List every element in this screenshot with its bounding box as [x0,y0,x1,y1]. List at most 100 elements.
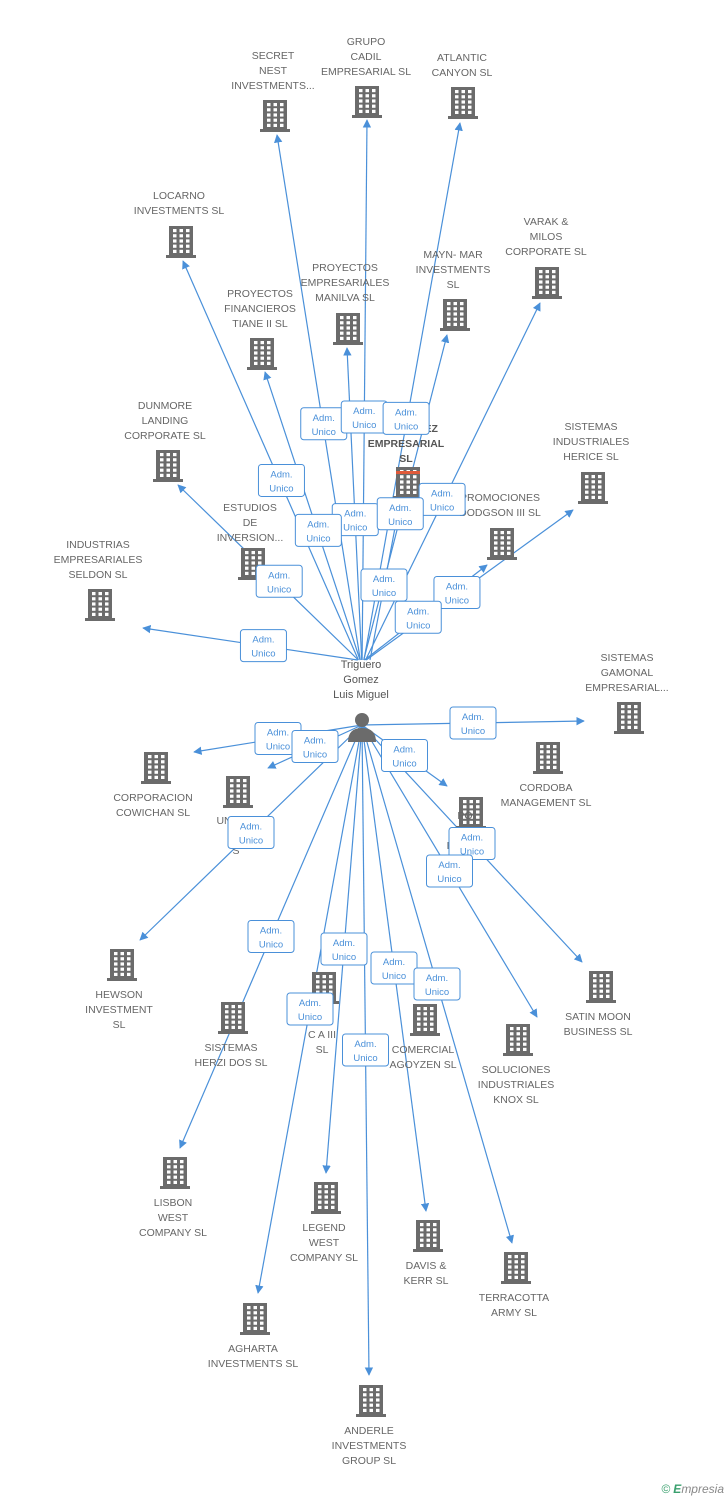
brand-first-letter: E [673,1482,682,1496]
building-icon-cordoba[interactable] [533,742,563,774]
badge-line-2: Unico [437,874,461,885]
relation-badge-soluciones-knox[interactable]: Adm. Unico [426,854,473,888]
building-icon-comercial-agoyzen[interactable] [410,1004,440,1036]
badge-line-1: Adm. [304,736,326,747]
building-icon-varak-milos[interactable] [532,267,562,299]
building-icon-po-progress[interactable] [456,797,486,829]
company-label-estudios-line: INVERSION... [217,532,284,544]
edge-locarno [182,260,359,661]
building-icon-anderle[interactable] [356,1385,386,1417]
relation-badge-united[interactable]: Adm.Unico [291,730,339,763]
badge-line-2: Unico [394,421,418,432]
relation-badge-varak-milos[interactable]: Adm.Unico [418,482,466,516]
relation-badge-davis-kerr[interactable]: Adm.Unico [370,951,418,985]
badge-line-2: Unico [406,620,430,631]
center-company-label-line: EMPRESARIAL [368,438,445,450]
building-icon-mayn-mar[interactable] [440,299,470,331]
building-icon-terracotta[interactable] [501,1252,531,1284]
center-accent-bar [396,471,420,474]
company-label-dunmore-line: CORPORATE SL [124,430,206,442]
building-icon-proyectos-tiane[interactable] [247,338,277,370]
company-label-davis-kerr-line: KERR SL [404,1275,449,1287]
badge-line-1: Adm. [438,860,460,871]
building-icon-industrias-seldon[interactable] [85,589,115,621]
building-icon-dunmore[interactable] [153,450,183,482]
badge-line-2: Unico [332,952,356,963]
relation-badge-sistemas-gamonal[interactable]: Adm.Unico [449,706,497,740]
relation-badge-locarno[interactable]: Adm.Unico [257,463,305,497]
building-icon-soluciones-knox[interactable] [503,1024,533,1056]
badge-line-1: Adm. [333,938,355,949]
building-icon-united[interactable] [223,776,253,808]
company-label-sistemas-gamonal-line: SISTEMAS [600,652,653,664]
building-icon-promociones-dodgson[interactable] [487,528,517,560]
relation-badge-grupo-cadil[interactable]: Adm.Unico [340,400,388,434]
company-label-locarno-line: LOCARNO [153,190,205,202]
building-icon-sistemas-gamonal[interactable] [614,702,644,734]
relation-badge-dunmore[interactable]: Adm.Unico [255,564,303,598]
relation-badge-sistemas-herice[interactable]: Adm.Unico [433,576,481,609]
badge-line-2: Unico [239,836,263,847]
company-label-estudios-line: DE [243,517,258,529]
relation-badge-satin-moon[interactable]: Adm.Unico [448,827,496,860]
relation-badge-hewson[interactable]: Adm.Unico [227,816,275,849]
company-label-satin-moon-line: BUSINESS SL [564,1026,633,1038]
edge-secret-nest [274,134,361,661]
building-icon-hewson[interactable] [107,949,137,981]
relation-badge-secret-nest[interactable]: Adm.Unico [300,407,348,441]
badge-line-1: Adm. [393,745,415,756]
relation-badge-mayn-mar[interactable]: Adm.Unico [376,497,424,531]
building-icon-lisbon-west[interactable] [160,1157,190,1189]
badge-line-2: Unico [266,742,290,753]
relation-badge-cordoba[interactable]: Adm. Unico [381,739,428,772]
relation-badge-agharta[interactable]: Adm.Unico [286,992,334,1026]
badge-line-2: Unico [461,726,485,737]
badge-line-1: Adm. [426,973,448,984]
company-label-sistemas-herice-line: HERICE SL [563,451,619,463]
company-label-mayn-mar-line: MAYN- MAR [423,249,483,261]
building-icon-grupo-cadil[interactable] [352,86,382,118]
company-label-lisbon-west-line: WEST [158,1212,189,1224]
badge-line-1: Adm. [395,407,417,418]
relation-badge-terracotta[interactable]: Adm.Unico [413,967,461,1001]
company-label-cordoba-line: MANAGEMENT SL [501,797,592,809]
badge-line-2: Unico [312,427,336,438]
building-icon-locarno[interactable] [166,226,196,258]
relation-badge-industrias-seldon[interactable]: Adm.Unico [239,629,287,663]
building-icon-legend-west[interactable] [311,1182,341,1214]
company-label-anderle-line: GROUP SL [342,1455,396,1467]
building-icon-sistemas-herice[interactable] [578,472,608,504]
relation-badge-lisbon-west[interactable]: Adm.Unico [247,920,295,953]
building-icon-satin-moon[interactable] [586,971,616,1003]
person-icon[interactable] [348,713,376,742]
badge-line-2: Unico [392,759,416,770]
company-label-industrias-seldon-line: SELDON SL [69,569,128,581]
company-label-soluciones-knox-line: SOLUCIONES [482,1064,551,1076]
building-icon-proyectos-manilva[interactable] [333,313,363,345]
relation-badge-legend-west[interactable]: Adm. Unico [320,932,368,966]
building-icon-davis-kerr[interactable] [413,1220,443,1252]
company-label-agharta-line: AGHARTA [228,1343,278,1355]
building-icon-atlantic-canyon[interactable] [448,87,478,119]
company-label-sistemas-gamonal-line: GAMONAL [601,667,654,679]
relation-badge-promociones-dodgson[interactable]: Adm.Unico [394,600,442,634]
building-icon-agharta[interactable] [240,1303,270,1335]
relation-badge-center[interactable]: Adm.Unico [360,568,408,602]
relation-badge-atlantic-canyon[interactable]: Adm. Unico [382,401,430,435]
building-icon-sistemas-herzi[interactable] [218,1002,248,1034]
building-icon-corporacion-cowichan[interactable] [141,752,171,784]
relation-badge-anderle[interactable]: Adm.Unico [342,1033,389,1067]
company-label-varak-milos-line: VARAK & [524,216,569,228]
relation-badge-proyectos-tiane[interactable]: Adm.Unico [294,513,342,547]
badge-line-1: Adm. [267,728,289,739]
building-icon-secret-nest[interactable] [260,100,290,132]
company-label-anderle-line: ANDERLE [344,1425,394,1437]
